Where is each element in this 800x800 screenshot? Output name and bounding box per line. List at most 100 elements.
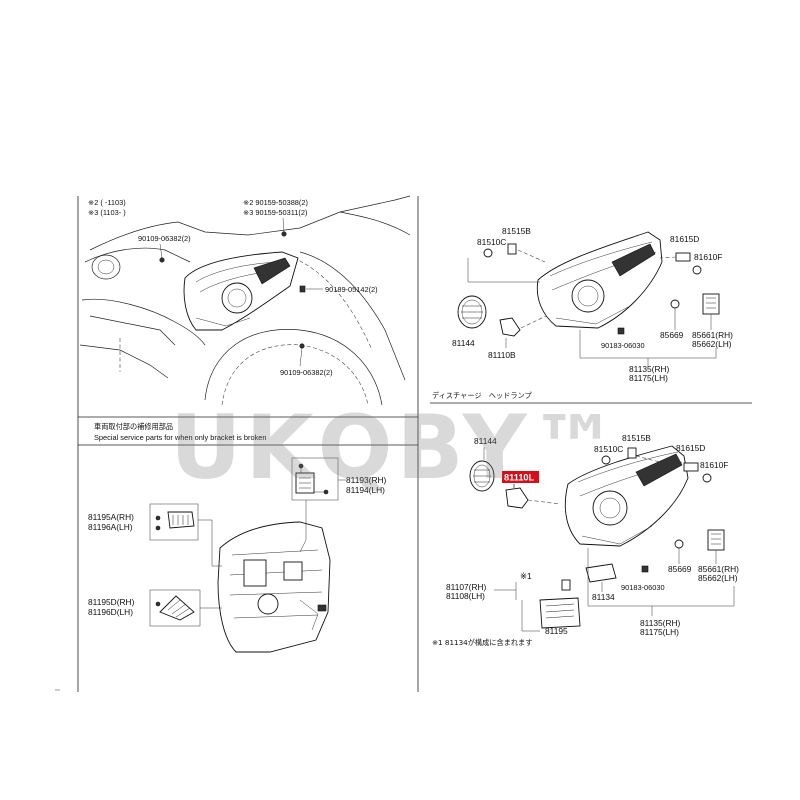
- hood-line: [89, 195, 411, 251]
- headlamp-assembly-top-right: [536, 231, 663, 329]
- label-81195A: 81195A(RH): [88, 512, 134, 522]
- headlamp-assembly-top-left: [183, 251, 299, 331]
- fender-line: [299, 251, 406, 381]
- label-81135-top: 81135(RH): [629, 364, 670, 374]
- packing-85669: [670, 299, 680, 309]
- leveling-motor-85661-top: [670, 293, 720, 315]
- label-81515B-top: 81515B: [502, 226, 531, 236]
- cowl-line: [339, 211, 411, 236]
- label-81108: 81108(LH): [446, 591, 485, 601]
- label-81510C-top: 81510C: [477, 237, 506, 247]
- label-81615D-bottom: 81615D: [676, 443, 705, 453]
- label-85662-top: 85662(LH): [692, 339, 732, 349]
- label-85661-top: 85661(RH): [692, 330, 733, 340]
- label-81175-bottom: 81175(LH): [640, 627, 679, 637]
- bumper-upper: [84, 247, 191, 263]
- ballast-81107: [539, 579, 581, 629]
- bolt-icon: [159, 257, 165, 263]
- turn-signal-dark: [611, 243, 656, 277]
- label-90183-top: 90183-06030: [601, 341, 645, 350]
- projector-lens: [571, 279, 605, 313]
- fog-light-outline: [91, 254, 121, 280]
- bottom-left-bracket-section: 車両取付部の補修用部品 Special service parts for wh…: [88, 422, 387, 653]
- bulb-81110B: [499, 315, 547, 337]
- wheel-arch-outer: [204, 329, 383, 406]
- label-81110B: 81110B: [488, 350, 516, 360]
- bottom-right-discharge-section: ディスチャージ ヘッドランプ 81144 81110L: [432, 391, 739, 647]
- bracket-section-jp-title: 車両取付部の補修用部品: [94, 422, 173, 431]
- bolt-icon: [281, 231, 287, 237]
- fog-light-inner: [97, 259, 115, 275]
- label-90183-bottom: 90183-06030: [621, 583, 665, 592]
- label-81144-top: 81144: [452, 338, 475, 348]
- footnote-1: ※1 81134が構成に含まれます: [432, 638, 532, 647]
- bulb-81615D: [683, 462, 699, 472]
- dust-cover-81144-bottom: [469, 460, 495, 492]
- mark-1: ※1: [520, 571, 532, 581]
- socket-81610F: [702, 473, 712, 483]
- top-right-halogen-section: 81144 81110B 81510C 81515B 81615D 81610F…: [452, 226, 733, 383]
- label-90159-50311: ※3 90159-50311(2): [243, 208, 307, 217]
- label-90109-06382-upper: 90109-06382(2): [138, 234, 191, 243]
- bolt-icon: [299, 343, 305, 349]
- bulb-81515B: [507, 243, 517, 255]
- bracket-81195D: [149, 589, 201, 627]
- layout-frame: [55, 196, 752, 692]
- label-81610F-top: 81610F: [694, 252, 722, 262]
- label-81175-top: 81175(LH): [629, 373, 668, 383]
- label-90109-06382-lower: 90109-06382(2): [280, 368, 333, 377]
- bumper-lower: [89, 315, 176, 346]
- projector-lens: [221, 282, 253, 314]
- label-81196A: 81196A(LH): [88, 522, 133, 532]
- screw-icon: [155, 601, 161, 607]
- screw-90183: [617, 327, 625, 335]
- ballast-connector: [561, 579, 571, 591]
- turn-signal-dark: [253, 257, 291, 285]
- socket-81510C: [601, 455, 611, 465]
- label-81110L-highlight: 81110L: [504, 473, 535, 483]
- bumper-mid: [81, 298, 206, 346]
- headlamp-assembly-bottom-right: [564, 445, 689, 547]
- bracket-81193: [295, 463, 329, 495]
- turn-signal-dark: [635, 453, 683, 487]
- discharge-section-title: ディスチャージ ヘッドランプ: [432, 391, 533, 400]
- label-85662-bottom: 85662(LH): [698, 573, 738, 583]
- bulb-81615D: [675, 252, 691, 262]
- leveling-motor-85661-bottom: [674, 529, 725, 551]
- note-3: ※3 (1103- ): [88, 208, 126, 217]
- screw-icon: [155, 525, 161, 531]
- igniter-81134: [585, 563, 617, 583]
- hid-bulb-81110L: [505, 484, 561, 509]
- bracket-81195A: [149, 503, 199, 541]
- note-2: ※2 ( -1103): [88, 198, 126, 207]
- label-81195D: 81195D(RH): [88, 597, 135, 607]
- label-81194: 81194(LH): [346, 485, 385, 495]
- bumper-bottom: [79, 344, 169, 379]
- label-81107: 81107(RH): [446, 582, 487, 592]
- nut-icon: [299, 285, 306, 293]
- label-90189-05142: 90189-05142(2): [325, 285, 378, 294]
- dust-cover-81144-top: [457, 295, 487, 329]
- label-85669-top: 85669: [660, 330, 684, 340]
- lamp-rear-housing: [217, 521, 331, 653]
- label-81510C-bottom: 81510C: [594, 444, 623, 454]
- highlight-81110L-box: [502, 471, 539, 483]
- label-81195: 81195: [545, 626, 568, 636]
- socket-81610F: [692, 265, 702, 275]
- label-81135-bottom: 81135(RH): [640, 618, 681, 628]
- top-left-vehicle-section: ※2 ( -1103) ※3 (1103- ) ※2 90159-503: [79, 195, 411, 406]
- wheel-arch-inner: [221, 344, 369, 406]
- socket-81510C: [483, 248, 493, 258]
- label-81515B-bottom: 81515B: [622, 433, 651, 443]
- watermark-text: UKQBY™: [170, 396, 622, 499]
- bulb-81515B: [627, 447, 637, 459]
- label-90159-50388: ※2 90159-50388(2): [243, 198, 308, 207]
- label-81193: 81193(RH): [346, 475, 387, 485]
- label-81134: 81134: [592, 592, 615, 602]
- label-81610F-bottom: 81610F: [700, 460, 728, 470]
- label-85661-bottom: 85661(RH): [698, 564, 739, 574]
- bracket-section-en-title: Special service parts for when only brac…: [94, 433, 267, 442]
- packing-85669: [674, 539, 684, 549]
- label-81615D-top: 81615D: [670, 234, 699, 244]
